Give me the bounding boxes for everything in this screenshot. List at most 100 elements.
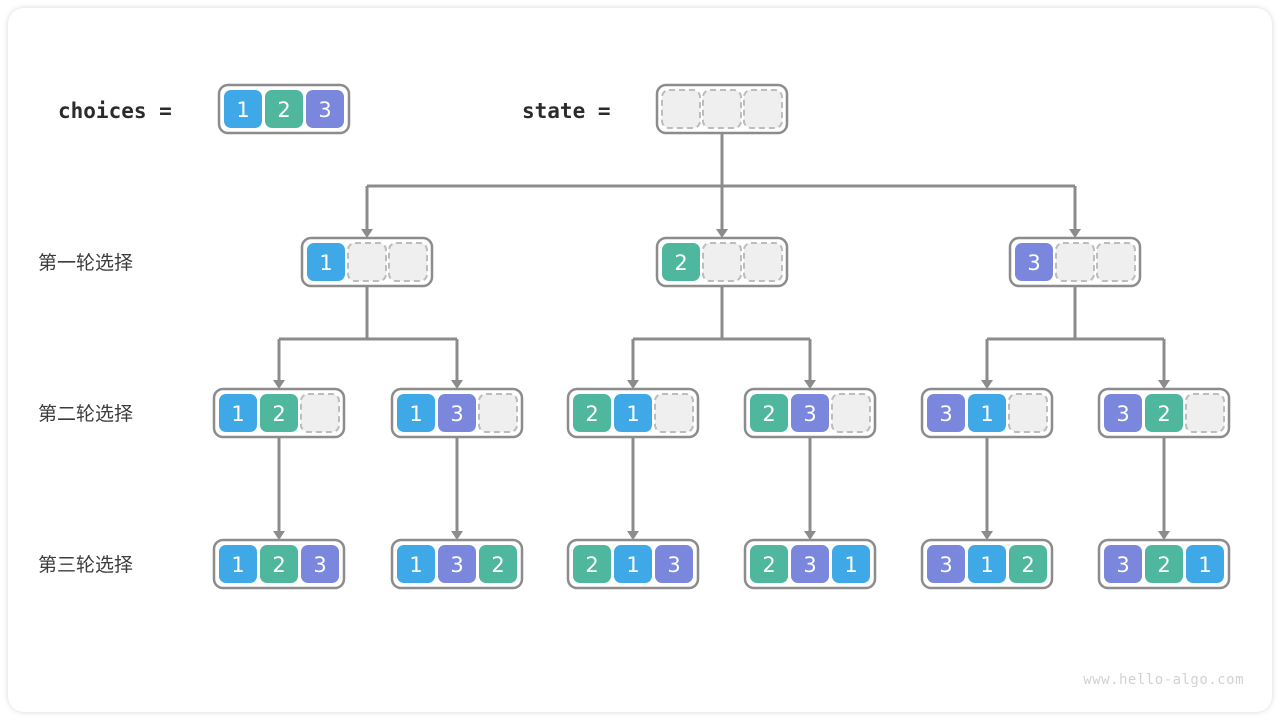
round1-node-2: 3 bbox=[1008, 236, 1142, 288]
row-label-3: 第三轮选择 bbox=[38, 554, 133, 576]
state-cell-value: 3 bbox=[1027, 251, 1040, 275]
level2-drop-0-arrowhead bbox=[273, 380, 285, 389]
state-cell-value: 3 bbox=[803, 402, 816, 426]
level3-drop-4-arrowhead bbox=[981, 531, 993, 540]
state-box-outline bbox=[566, 538, 700, 590]
state-cell-filled bbox=[927, 394, 965, 432]
state-cell-filled bbox=[438, 545, 476, 583]
state-cell-value: 1 bbox=[409, 402, 422, 426]
state-cell-filled bbox=[397, 394, 435, 432]
state-cell-filled bbox=[1104, 394, 1142, 432]
state-cell-value: 1 bbox=[236, 98, 249, 122]
state-cell-empty bbox=[1055, 242, 1095, 282]
state-cell-filled bbox=[306, 90, 344, 128]
state-cell-value: 1 bbox=[844, 553, 857, 577]
root-state-box bbox=[655, 83, 789, 135]
watermark: www.hello-algo.com bbox=[1083, 672, 1244, 688]
state-cell-empty bbox=[478, 393, 518, 433]
state-cell-value: 2 bbox=[277, 98, 290, 122]
state-box-outline bbox=[212, 387, 346, 439]
state-cell-filled bbox=[832, 545, 870, 583]
level3-drop-3-arrowhead bbox=[804, 531, 816, 540]
state-box-outline bbox=[300, 236, 434, 288]
state-cell-empty bbox=[654, 393, 694, 433]
state-cell-value: 1 bbox=[319, 251, 332, 275]
state-cell-value: 2 bbox=[272, 402, 285, 426]
state-cell-filled bbox=[307, 243, 345, 281]
state-cell-value: 2 bbox=[585, 553, 598, 577]
row-label-2: 第二轮选择 bbox=[38, 403, 133, 425]
state-cell-value: 2 bbox=[674, 251, 687, 275]
state-cell-value: 3 bbox=[450, 553, 463, 577]
level3-drop-0-arrowhead bbox=[273, 531, 285, 540]
state-box-outline bbox=[1097, 538, 1231, 590]
state-cell-value: 1 bbox=[626, 553, 639, 577]
level1-drop-1-arrowhead bbox=[716, 229, 728, 238]
state-cell-value: 3 bbox=[667, 553, 680, 577]
state-cell-empty bbox=[1008, 393, 1048, 433]
state-cell-value: 2 bbox=[762, 402, 775, 426]
state-cell-value: 1 bbox=[231, 402, 244, 426]
state-cell-filled bbox=[750, 545, 788, 583]
state-cell-empty bbox=[1096, 242, 1136, 282]
state-cell-filled bbox=[662, 243, 700, 281]
state-cell-filled bbox=[260, 545, 298, 583]
state-cell-value: 3 bbox=[1116, 402, 1129, 426]
level2-drop-2-arrowhead bbox=[627, 380, 639, 389]
state-box-outline bbox=[566, 387, 700, 439]
state-cell-filled bbox=[614, 545, 652, 583]
state-cell-value: 2 bbox=[1157, 402, 1170, 426]
state-cell-empty bbox=[743, 242, 783, 282]
state-cell-value: 2 bbox=[1157, 553, 1170, 577]
round1-node-0: 1 bbox=[300, 236, 434, 288]
level3-drop-5-arrowhead bbox=[1158, 531, 1170, 540]
state-cell-value: 2 bbox=[272, 553, 285, 577]
state-cell-value: 3 bbox=[1116, 553, 1129, 577]
state-cell-empty bbox=[743, 89, 783, 129]
state-cell-filled bbox=[1145, 545, 1183, 583]
round3-node-0: 1 2 3 bbox=[212, 538, 346, 590]
state-cell-value: 3 bbox=[939, 553, 952, 577]
state-box-outline bbox=[920, 387, 1054, 439]
level3-drop-2-arrowhead bbox=[627, 531, 639, 540]
state-cell-filled bbox=[397, 545, 435, 583]
state-cell-filled bbox=[1145, 394, 1183, 432]
level2-drop-4-arrowhead bbox=[981, 380, 993, 389]
state-label: state = bbox=[522, 99, 611, 123]
state-cell-value: 1 bbox=[231, 553, 244, 577]
level3-drop-1-arrowhead bbox=[451, 531, 463, 540]
state-cell-filled bbox=[750, 394, 788, 432]
state-cell-filled bbox=[219, 545, 257, 583]
state-cell-filled bbox=[1104, 545, 1142, 583]
state-box-outline bbox=[212, 538, 346, 590]
round3-node-1: 1 3 2 bbox=[390, 538, 524, 590]
state-cell-value: 2 bbox=[491, 553, 504, 577]
state-cell-value: 2 bbox=[585, 402, 598, 426]
level2-drop-1-arrowhead bbox=[451, 380, 463, 389]
state-cell-filled bbox=[224, 90, 262, 128]
state-cell-value: 1 bbox=[980, 553, 993, 577]
state-cell-value: 3 bbox=[939, 402, 952, 426]
state-cell-value: 1 bbox=[1198, 553, 1211, 577]
state-cell-filled bbox=[968, 545, 1006, 583]
state-box-outline bbox=[655, 236, 789, 288]
state-box-outline bbox=[390, 387, 524, 439]
state-box-outline bbox=[1097, 387, 1231, 439]
state-cell-filled bbox=[614, 394, 652, 432]
state-cell-filled bbox=[438, 394, 476, 432]
state-cell-filled bbox=[573, 545, 611, 583]
state-cell-filled bbox=[968, 394, 1006, 432]
state-cell-empty bbox=[388, 242, 428, 282]
state-cell-empty bbox=[347, 242, 387, 282]
state-cell-value: 3 bbox=[313, 553, 326, 577]
state-cell-value: 1 bbox=[980, 402, 993, 426]
state-cell-value: 1 bbox=[409, 553, 422, 577]
